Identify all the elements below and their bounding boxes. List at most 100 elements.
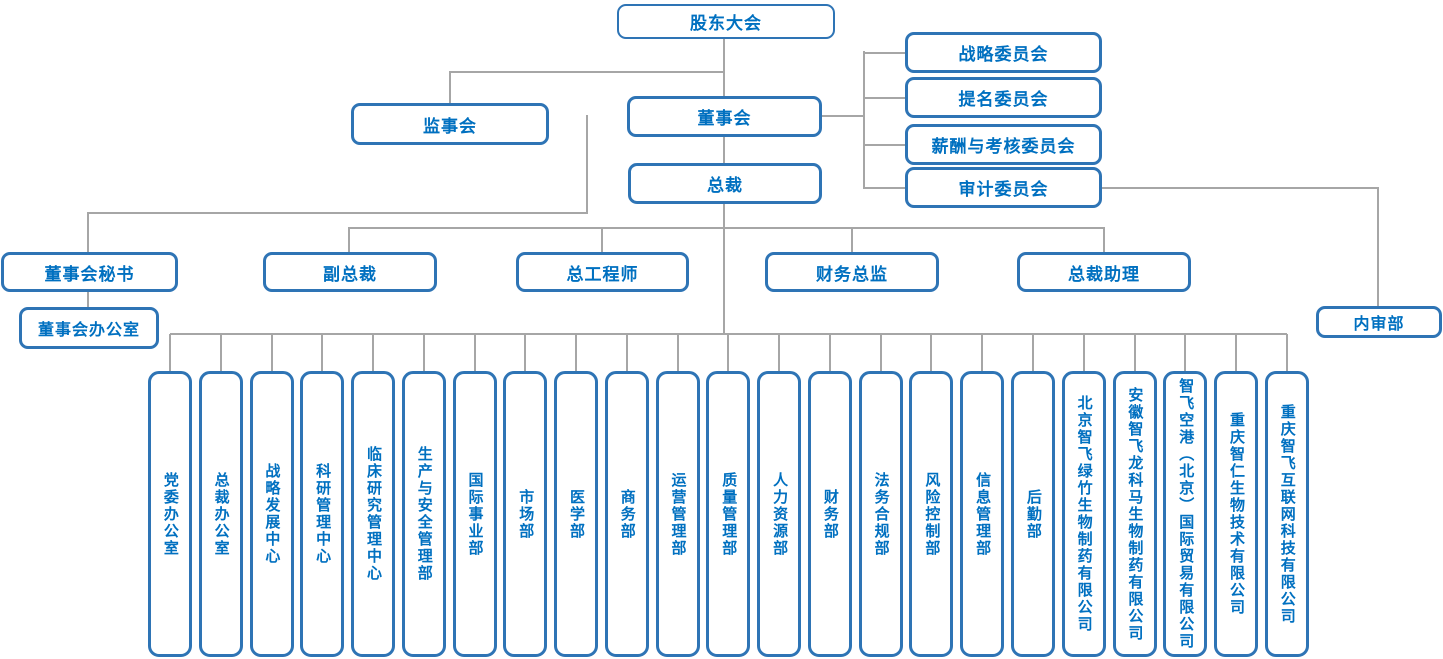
department-node: 风险控制部 xyxy=(909,334,954,657)
connector-line xyxy=(473,334,476,371)
connector-line xyxy=(87,212,89,253)
department-box: 安徽智飞龙科马生物制药有限公司 xyxy=(1112,371,1157,657)
connector-line xyxy=(821,115,865,117)
department-node: 科研管理中心 xyxy=(300,334,345,657)
department-label: 人力资源部 xyxy=(771,471,790,557)
connector-line xyxy=(723,39,725,96)
department-label: 智飞空港（北京）国际贸易有限公司 xyxy=(1177,378,1196,650)
department-box: 重庆智仁生物技术有限公司 xyxy=(1214,371,1259,657)
department-node: 法务合规部 xyxy=(858,334,903,657)
connector-line xyxy=(981,334,984,371)
department-node: 财务部 xyxy=(807,334,852,657)
connector-line xyxy=(778,334,781,371)
department-label: 战略发展中心 xyxy=(263,463,282,565)
department-box: 运营管理部 xyxy=(655,371,700,657)
department-node: 人力资源部 xyxy=(757,334,802,657)
department-node: 医学部 xyxy=(554,334,599,657)
department-label: 质量管理部 xyxy=(720,471,739,557)
node-vice-president: 副总裁 xyxy=(263,252,437,292)
department-box: 总裁办公室 xyxy=(198,371,243,657)
department-label: 财务部 xyxy=(821,488,840,540)
department-box: 智飞空港（北京）国际贸易有限公司 xyxy=(1163,371,1208,657)
connector-line xyxy=(449,71,725,73)
connector-line xyxy=(863,52,905,54)
department-label: 北京智飞绿竹生物制药有限公司 xyxy=(1075,395,1094,633)
connector-line xyxy=(879,334,882,371)
node-board-of-directors: 董事会 xyxy=(627,96,822,137)
department-box: 商务部 xyxy=(604,371,649,657)
department-label: 法务合规部 xyxy=(872,471,891,557)
node-internal-audit-dept: 内审部 xyxy=(1316,306,1442,338)
department-node: 重庆智仁生物技术有限公司 xyxy=(1214,334,1259,657)
node-president-assistant: 总裁助理 xyxy=(1017,252,1191,292)
connector-line xyxy=(169,334,171,371)
department-node: 市场部 xyxy=(503,334,548,657)
department-label: 党委办公室 xyxy=(161,471,180,557)
department-node: 运营管理部 xyxy=(655,334,700,657)
department-row: 党委办公室 总裁办公室 战略发展中心 科研管理中心 临床研究管理中心 xyxy=(148,334,1309,657)
department-node: 总裁办公室 xyxy=(198,334,243,657)
connector-line xyxy=(1032,334,1035,371)
department-label: 运营管理部 xyxy=(669,471,688,557)
department-box: 财务部 xyxy=(807,371,852,657)
connector-line xyxy=(372,334,375,371)
department-box: 战略发展中心 xyxy=(249,371,294,657)
department-box: 医学部 xyxy=(554,371,599,657)
department-node: 国际事业部 xyxy=(452,334,497,657)
department-box: 法务合规部 xyxy=(858,371,903,657)
node-remuneration-appraisal-committee: 薪酬与考核委员会 xyxy=(905,124,1102,165)
node-shareholders-meeting: 股东大会 xyxy=(617,4,835,39)
node-supervisory-board: 监事会 xyxy=(351,103,549,145)
department-node: 战略发展中心 xyxy=(249,334,294,657)
connector-line xyxy=(1102,187,1379,189)
department-node: 后勤部 xyxy=(1011,334,1056,657)
department-label: 国际事业部 xyxy=(466,471,485,557)
department-node: 临床研究管理中心 xyxy=(351,334,396,657)
connector-line xyxy=(87,292,89,308)
department-box: 生产与安全管理部 xyxy=(401,371,446,657)
node-finance-director: 财务总监 xyxy=(765,252,939,292)
connector-line xyxy=(863,187,905,189)
department-label: 重庆智飞互联网科技有限公司 xyxy=(1278,403,1297,625)
department-box: 风险控制部 xyxy=(909,371,954,657)
connector-line xyxy=(1133,334,1136,371)
department-label: 安徽智飞龙科马生物制药有限公司 xyxy=(1126,386,1145,642)
connector-line xyxy=(863,51,865,189)
department-label: 总裁办公室 xyxy=(212,471,231,557)
department-box: 人力资源部 xyxy=(757,371,802,657)
department-node: 重庆智飞互联网科技有限公司 xyxy=(1264,334,1309,657)
department-label: 科研管理中心 xyxy=(314,463,333,565)
department-box: 国际事业部 xyxy=(452,371,497,657)
connector-line xyxy=(1235,334,1238,371)
connector-line xyxy=(575,334,578,371)
connector-line xyxy=(219,334,222,371)
department-node: 商务部 xyxy=(604,334,649,657)
department-box: 重庆智飞互联网科技有限公司 xyxy=(1264,371,1309,657)
connector-line xyxy=(723,204,725,335)
department-label: 商务部 xyxy=(618,488,637,540)
department-box: 科研管理中心 xyxy=(300,371,345,657)
department-node: 智飞空港（北京）国际贸易有限公司 xyxy=(1163,334,1208,657)
department-box: 北京智飞绿竹生物制药有限公司 xyxy=(1061,371,1106,657)
connector-line xyxy=(863,97,905,99)
department-node: 信息管理部 xyxy=(960,334,1005,657)
connector-line xyxy=(87,212,588,214)
node-nomination-committee: 提名委员会 xyxy=(905,77,1102,118)
connector-line xyxy=(851,227,853,253)
connector-line xyxy=(676,334,679,371)
department-box: 质量管理部 xyxy=(706,371,751,657)
connector-line xyxy=(1103,227,1105,253)
department-node: 质量管理部 xyxy=(706,334,751,657)
connector-line xyxy=(727,334,730,371)
department-node: 北京智飞绿竹生物制药有限公司 xyxy=(1061,334,1106,657)
department-label: 信息管理部 xyxy=(974,471,993,557)
connector-line xyxy=(863,144,905,146)
department-node: 党委办公室 xyxy=(148,334,192,657)
node-chief-engineer: 总工程师 xyxy=(516,252,689,292)
connector-line xyxy=(524,334,527,371)
connector-line xyxy=(625,334,628,371)
department-box: 后勤部 xyxy=(1011,371,1056,657)
connector-line xyxy=(349,227,1105,229)
connector-line xyxy=(1184,334,1187,371)
